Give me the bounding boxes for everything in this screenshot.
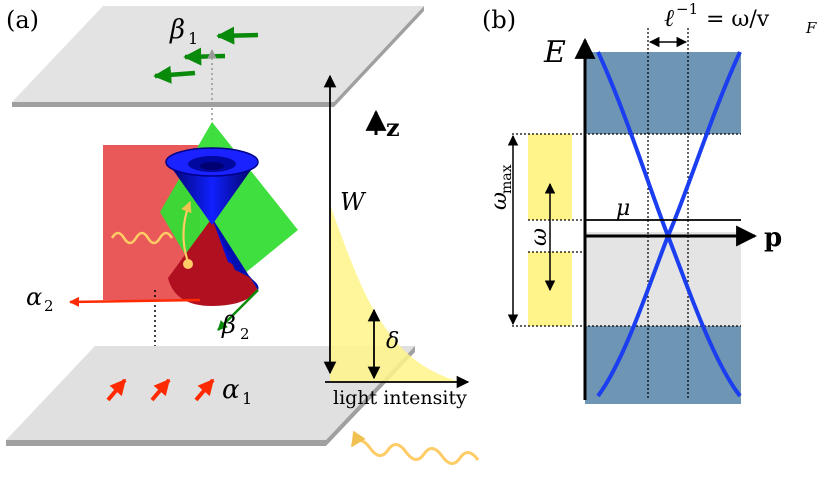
electron-arrow [181, 200, 192, 263]
lower-band [585, 326, 741, 404]
mfp-lhs: ℓ [664, 4, 674, 32]
red-arrow [150, 378, 171, 402]
lower-cone-red [168, 218, 258, 306]
momentum-axis-label: p [764, 223, 782, 253]
upper-cone [166, 160, 258, 225]
light-intensity-profile [330, 205, 460, 382]
electron-dot [183, 259, 193, 269]
delta-label: δ [386, 329, 399, 354]
upper-band [585, 52, 741, 134]
intensity-label: light intensity [333, 387, 467, 409]
top-plate-edge [12, 102, 334, 107]
width-label: W [340, 188, 367, 216]
red-arrow [106, 378, 127, 402]
incoming-light-wave [350, 430, 480, 465]
photon-wave [110, 231, 174, 245]
beta2-sub: 2 [240, 325, 250, 343]
omega-max-label: ω [487, 192, 512, 210]
beta2-label: β [221, 311, 236, 339]
red-face [103, 145, 200, 300]
alpha2-label: α [26, 283, 42, 311]
alpha2-arrow [69, 296, 201, 307]
z-axis-label: z [386, 113, 400, 142]
beta1-sub: 1 [188, 29, 198, 48]
beta2-arrow [217, 289, 259, 331]
bottom-plate-edge [6, 440, 326, 446]
panel-b-label: (b) [482, 6, 516, 34]
green-arrow [216, 26, 259, 45]
omega-max-sub: max [499, 164, 515, 194]
panel-a: (a) β 1 [6, 6, 480, 465]
mu-label: μ [616, 196, 630, 221]
panel-a-label: (a) [6, 6, 39, 34]
alpha2-sub: 2 [44, 297, 54, 315]
mfp-rhs: = ω/v [706, 7, 770, 32]
green-arrow [153, 65, 196, 84]
red-arrow [194, 378, 215, 402]
alpha1-sub: 1 [242, 389, 252, 408]
alpha1-label: α [222, 375, 240, 405]
energy-axis-label: E [543, 35, 566, 70]
beta1-label: β [169, 15, 185, 45]
mfp-sub: F [805, 19, 817, 37]
mfp-exp: −1 [676, 0, 698, 18]
green-arrow [183, 47, 226, 66]
omega-label: ω [527, 228, 552, 246]
panel-b: (b) μ E p ω max [482, 0, 817, 404]
